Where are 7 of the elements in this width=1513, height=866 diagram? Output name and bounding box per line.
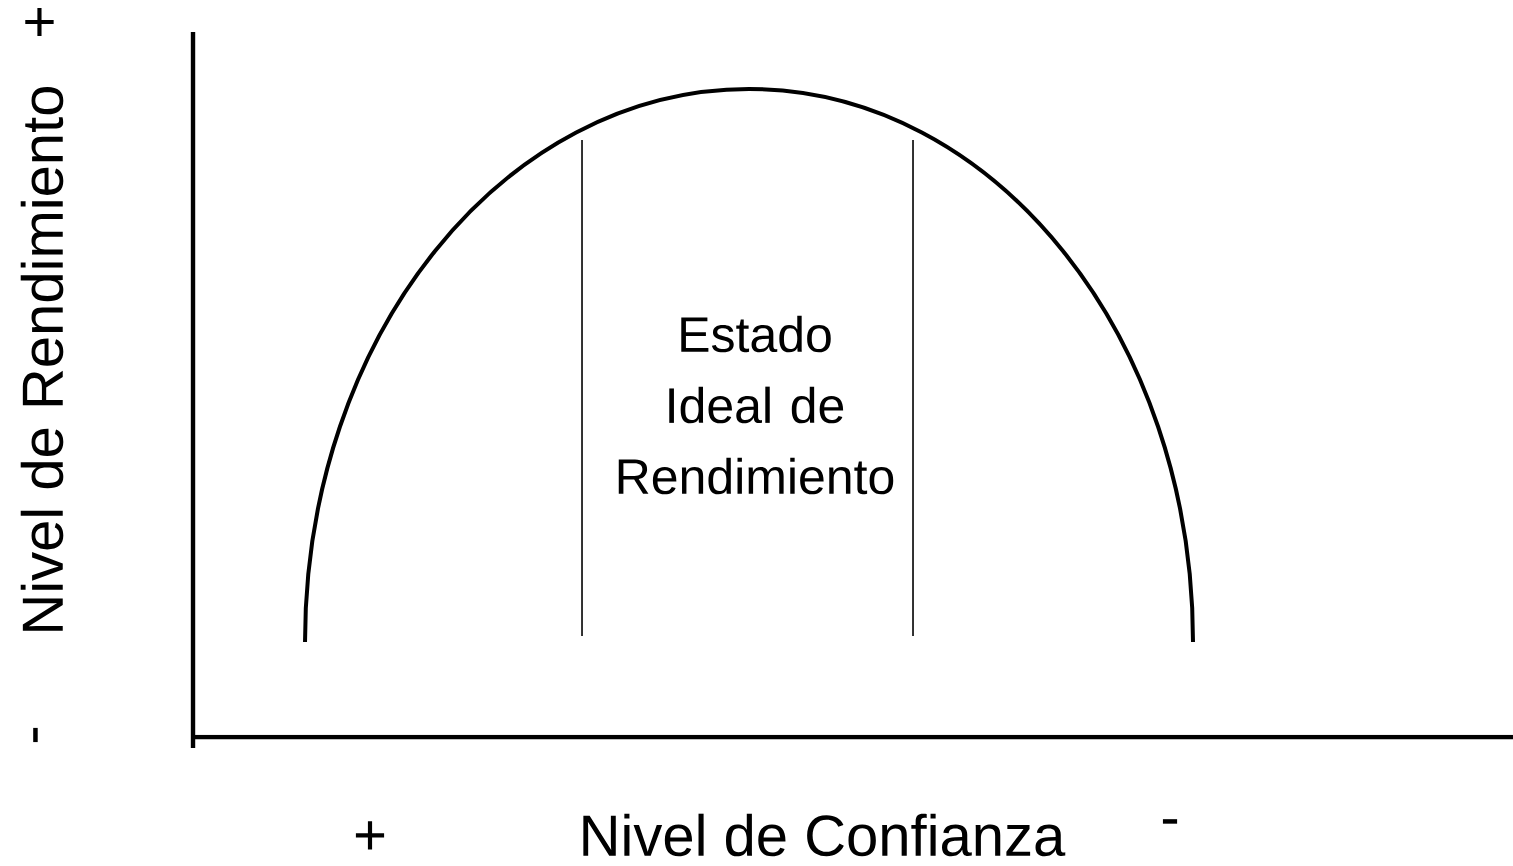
axis-end-sign: - [33, 727, 38, 743]
axis-title: Nivel de Confianza [583, 813, 1066, 857]
axis-title: Nivel de Rendimiento [20, 86, 64, 631]
zone-label: Estado Ideal de Rendimiento [618, 315, 894, 495]
axis-end-sign: + [25, 7, 54, 37]
axis-end-sign: + [355, 821, 385, 850]
axis-end-sign: - [1162, 819, 1178, 824]
